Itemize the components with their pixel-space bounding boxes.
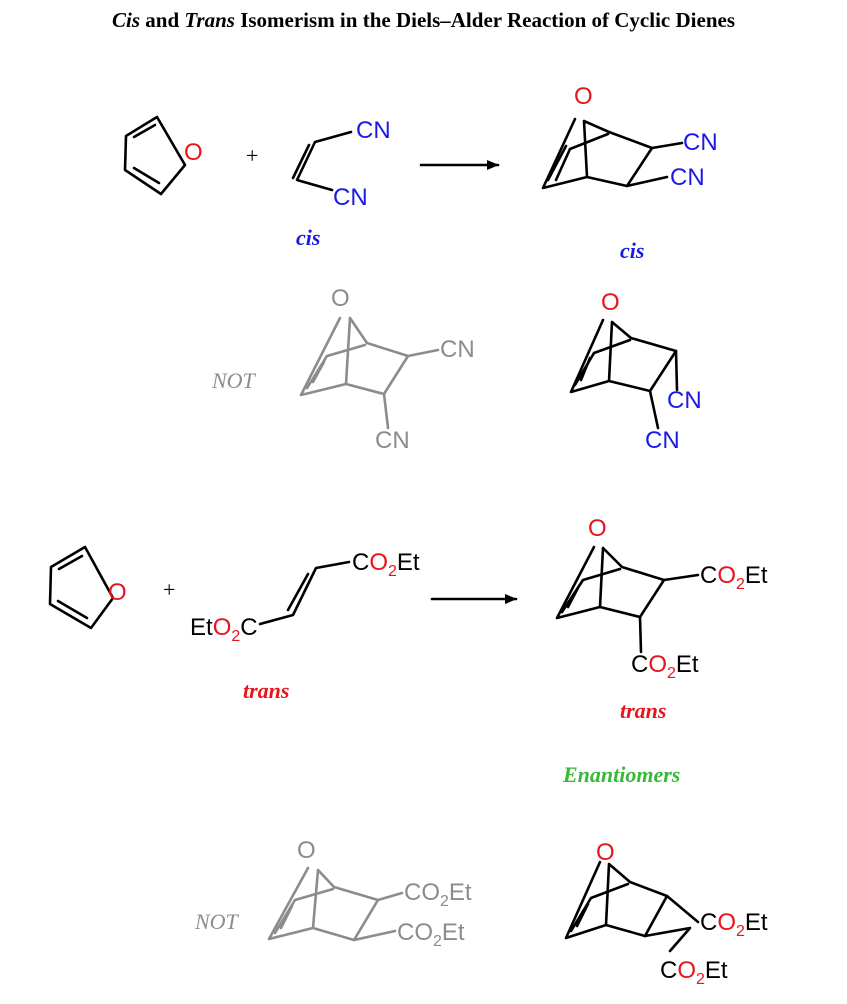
bridge-oxygen: O: [601, 289, 620, 316]
ester-group: CO2Et: [700, 562, 768, 593]
furan-1: O: [123, 115, 203, 196]
cyano-group: CN: [375, 427, 410, 454]
label-not-2: NOT: [194, 909, 240, 934]
bridge-oxygen: O: [574, 83, 593, 110]
title-trans: Trans: [184, 8, 235, 32]
plus-sign-2: +: [163, 577, 175, 602]
cis-product: O CN CN: [541, 83, 718, 191]
ester-group: EtO2C: [190, 614, 258, 645]
label-not-1: NOT: [211, 368, 257, 393]
label-cis-reactant: cis: [296, 225, 320, 250]
cyano-group: CN: [667, 387, 702, 414]
title-rest: Isomerism in the Diels–Alder Reaction of…: [234, 8, 735, 32]
bridge-oxygen: O: [297, 837, 316, 864]
trans-enantiomer: O CO2Et CO2Et: [564, 839, 768, 988]
label-trans-reactant: trans: [243, 678, 289, 703]
furan-oxygen: O: [184, 139, 203, 166]
cyano-group: CN: [333, 184, 368, 211]
plus-sign-1: +: [246, 143, 258, 168]
bridge-oxygen: O: [588, 515, 607, 542]
label-trans-product: trans: [620, 698, 666, 723]
cyano-group: CN: [683, 129, 718, 156]
furan-2: O: [48, 545, 127, 630]
cis-enantiomer: O CN CN: [569, 289, 702, 454]
incorrect-product-1: O CN CN: [299, 285, 475, 454]
ester-group: CO2Et: [631, 651, 699, 682]
incorrect-product-2: O CO2Et CO2Et: [267, 837, 472, 950]
ester-group: CO2Et: [700, 909, 768, 940]
title-and: and: [140, 8, 185, 32]
diethyl-fumarate: CO2Et EtO2C: [190, 549, 420, 645]
cyano-group: CN: [440, 336, 475, 363]
bridge-oxygen: O: [331, 285, 350, 312]
ester-group: CO2Et: [404, 879, 472, 910]
maleonitrile: CN CN: [291, 117, 391, 211]
label-enantiomers: Enantiomers: [562, 762, 680, 787]
ester-group: CO2Et: [660, 957, 728, 988]
cyano-group: CN: [356, 117, 391, 144]
title-cis: Cis: [112, 8, 141, 32]
page-title: Cis and Trans Isomerism in the Diels–Ald…: [0, 8, 847, 33]
label-cis-product: cis: [620, 238, 644, 263]
ester-group: CO2Et: [397, 919, 465, 950]
cyano-group: CN: [670, 164, 705, 191]
bridge-oxygen: O: [596, 839, 615, 866]
cyano-group: CN: [645, 427, 680, 454]
ester-group: CO2Et: [352, 549, 420, 580]
furan-oxygen: O: [108, 579, 127, 606]
trans-product: O CO2Et CO2Et: [555, 515, 768, 682]
